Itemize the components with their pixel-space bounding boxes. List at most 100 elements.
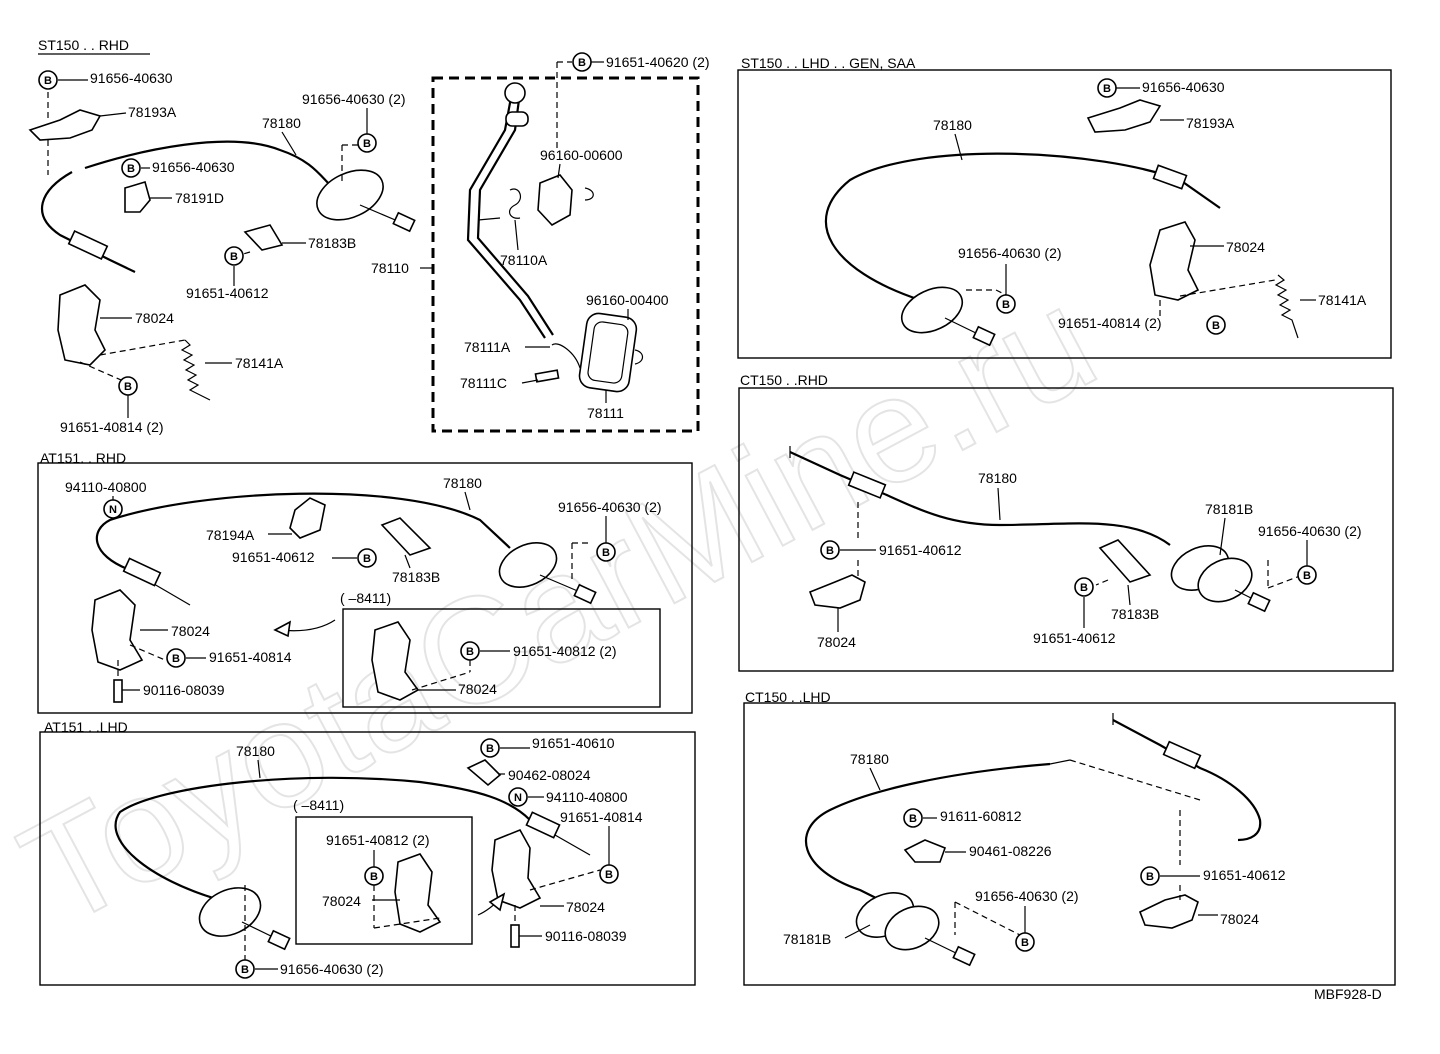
bolt-symbol-icon: B — [364, 866, 384, 886]
part-label: 91656-40630 (2) — [558, 499, 662, 515]
bolt-symbol-icon: B — [224, 246, 244, 266]
svg-text:B: B — [1002, 299, 1010, 311]
part-label: 91656-40630 (2) — [280, 961, 384, 977]
part-label: 91651-40814 — [560, 809, 643, 825]
part-label: 78024 — [817, 634, 856, 650]
part-label: 91656-40630 (2) — [958, 245, 1062, 261]
part-label: 91656-40630 — [152, 159, 235, 175]
part-label: 78180 — [443, 475, 482, 491]
part-label: 78193A — [1186, 115, 1235, 131]
svg-text:B: B — [1021, 937, 1029, 949]
section-st150-rhd: ST150 . . RHD B B B B B — [28, 37, 416, 435]
nut-symbol-icon: N — [508, 787, 528, 807]
part-label: 78180 — [262, 115, 301, 131]
diagram-code: MBF928-D — [1314, 986, 1382, 1002]
svg-text:B: B — [578, 57, 586, 69]
bolt-symbol-icon: B — [38, 70, 58, 90]
bolt-symbol-icon: B — [480, 738, 500, 758]
bolt-symbol-icon: B — [1074, 577, 1094, 597]
svg-text:B: B — [466, 646, 474, 658]
bolt-symbol-icon: B — [460, 641, 480, 661]
bolt-symbol-icon: B — [118, 376, 138, 396]
part-label: 78110A — [500, 252, 548, 268]
part-label: 78111A — [464, 339, 511, 355]
svg-text:N: N — [514, 792, 522, 804]
part-label: 90116-08039 — [545, 928, 627, 944]
part-label: 91656-40630 (2) — [302, 91, 406, 107]
section-center-pedal: B 91651-40620 (2) 96160-00600 78110 7811… — [371, 52, 710, 433]
nut-symbol-icon: N — [103, 499, 123, 519]
section-title-at151-lhd: AT151 . .LHD — [44, 719, 128, 735]
section-title-ct150-lhd: CT150 . .LHD — [745, 689, 831, 705]
part-label: 78180 — [850, 751, 889, 767]
bolt-symbol-icon: B — [235, 959, 255, 979]
bolt-symbol-icon: B — [121, 158, 141, 178]
part-label: 78024 — [1226, 239, 1265, 255]
section-ct150-rhd: CT150 . .RHD B B B 78180 78181B 91656-40… — [738, 372, 1394, 672]
part-label: 78183B — [392, 569, 440, 585]
part-label: 78024 — [566, 899, 605, 915]
svg-text:B: B — [602, 547, 610, 559]
section-title-ct150-rhd: CT150 . .RHD — [740, 372, 828, 388]
svg-text:B: B — [1212, 320, 1220, 332]
part-label: 91651-40620 (2) — [606, 54, 710, 70]
part-label: 91651-40612 — [232, 549, 315, 565]
svg-text:B: B — [127, 163, 135, 175]
part-label: 78194A — [206, 527, 255, 543]
bolt-symbol-icon: B — [1015, 932, 1035, 952]
inset-range: ( –8411) — [293, 797, 344, 813]
part-label: 91651-40814 — [209, 649, 292, 665]
bolt-symbol-icon: B — [1206, 315, 1226, 335]
part-label: 91651-40612 — [1033, 630, 1116, 646]
part-label: 78110 — [371, 260, 409, 276]
svg-text:B: B — [1103, 83, 1111, 95]
part-label: 96160-00600 — [540, 147, 623, 163]
part-label: 94110-40800 — [546, 789, 628, 805]
part-label: 78111 — [587, 405, 624, 421]
part-label: 91656-40630 (2) — [975, 888, 1079, 904]
part-label: 78181B — [1205, 501, 1253, 517]
bolt-symbol-icon: B — [357, 548, 377, 568]
part-label: 91651-40814 (2) — [1058, 315, 1162, 331]
bolt-symbol-icon: B — [1097, 78, 1117, 98]
part-label: 91651-40812 (2) — [326, 832, 430, 848]
section-ct150-lhd: CT150 . .LHD B B B 78180 91611-60812 904… — [743, 689, 1396, 986]
bolt-symbol-icon: B — [166, 648, 186, 668]
section-at151-rhd: AT151. . RHD ( –8411) N B B B B — [37, 450, 693, 714]
svg-text:B: B — [1080, 582, 1088, 594]
part-label: 91651-40612 — [1203, 867, 1286, 883]
section-title-at151-rhd: AT151. . RHD — [40, 450, 126, 466]
part-label: 78024 — [1220, 911, 1259, 927]
part-label: 78024 — [322, 893, 361, 909]
section-title-st150-lhd: ST150 . . LHD . . GEN, SAA — [741, 55, 916, 71]
part-label: 78180 — [933, 117, 972, 133]
svg-text:B: B — [241, 964, 249, 976]
part-label: 78141A — [1318, 292, 1367, 308]
bolt-symbol-icon: B — [996, 294, 1016, 314]
svg-text:B: B — [172, 653, 180, 665]
part-label: 78024 — [458, 681, 497, 697]
section-title-st150-rhd: ST150 . . RHD — [38, 37, 129, 53]
svg-text:N: N — [109, 504, 117, 516]
part-label: 78141A — [235, 355, 284, 371]
part-label: 78191D — [175, 190, 224, 206]
bolt-symbol-icon: B — [599, 864, 619, 884]
section-st150-lhd: ST150 . . LHD . . GEN, SAA B B B 91656-4… — [737, 55, 1392, 359]
svg-text:B: B — [44, 75, 52, 87]
part-label: 91651-40610 — [532, 735, 615, 751]
part-label: 78193A — [128, 104, 177, 120]
part-label: 91651-40812 (2) — [513, 643, 617, 659]
part-label: 91651-40612 — [879, 542, 962, 558]
svg-text:B: B — [124, 381, 132, 393]
bolt-symbol-icon: B — [357, 133, 377, 153]
part-label: 78180 — [978, 470, 1017, 486]
part-label: 90461-08226 — [969, 843, 1052, 859]
bolt-symbol-icon: B — [903, 808, 923, 828]
part-label: 91651-40814 (2) — [60, 419, 164, 435]
svg-text:B: B — [370, 871, 378, 883]
svg-text:B: B — [363, 553, 371, 565]
svg-text:B: B — [909, 813, 917, 825]
part-label: 78183B — [308, 235, 356, 251]
